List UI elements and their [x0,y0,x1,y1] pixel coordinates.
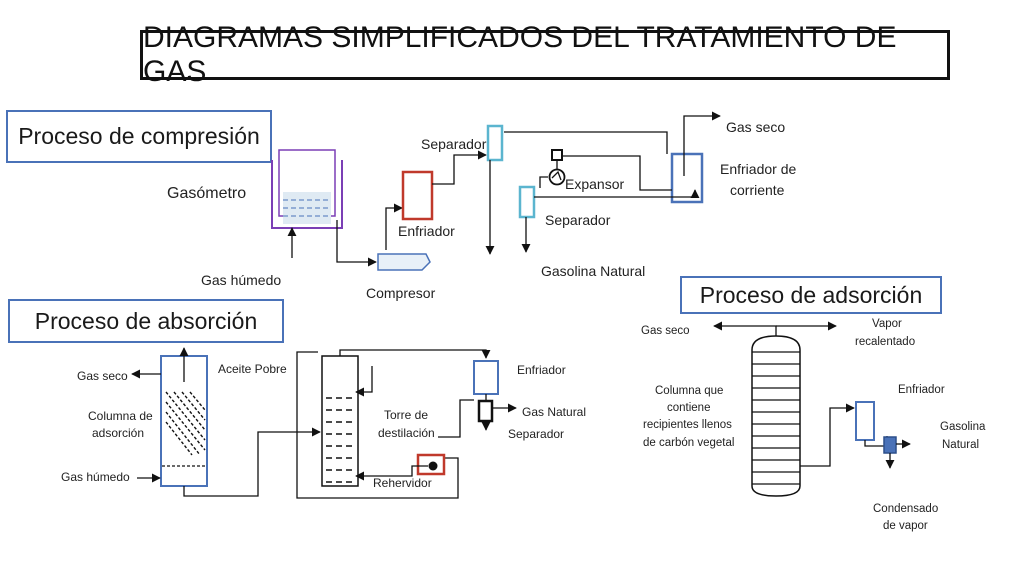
label-gas-seco-adsorcion: Gas seco [641,325,690,337]
label-columna-carbon-1: Columna que [655,385,724,397]
compresor-unit [377,253,431,271]
torre-trays [326,397,356,483]
label-gas-seco-absorcion: Gas seco [77,369,128,383]
label-vapor-1: Vapor [872,318,902,330]
label-enfriador-compresion: Enfriador [398,223,455,239]
label-enfriador-corriente-2: corriente [730,182,785,198]
reflux-line [355,366,373,397]
label-columna-1: Columna de [88,409,153,423]
label-gasolina-2: Natural [942,439,980,451]
enfriador-de-corriente [670,152,704,204]
label-compresor: Compresor [366,285,436,301]
gas-seco-outlet [683,111,721,176]
label-enfriador-absorcion: Enfriador [517,363,566,377]
enfriador-absorcion [473,360,499,395]
label-gasolina-1: Gasolina [940,421,986,433]
expansor-wheel [548,168,566,186]
rich-oil-to-torre [183,427,321,497]
label-condensado-1: Condensado [873,503,939,515]
columna-packing [165,391,206,456]
compresor-to-enfriador [385,203,403,250]
columna-recipientes [752,351,800,485]
adsorcion-to-enfriador [800,403,855,467]
label-separador-top: Separador [421,136,487,152]
label-torre-1: Torre de [384,408,429,422]
adsorcion-gas-seco-out [713,321,777,336]
label-gas-natural: Gas Natural [522,405,587,419]
label-rehervidor: Rehervidor [373,476,432,490]
rehervidor-vapor-return [355,465,428,481]
torre-destilacion [321,355,359,487]
enfriador-to-separador [432,150,487,185]
label-columna-carbon-4: de carbón vegetal [643,437,735,449]
label-separador-absorcion: Separador [508,427,565,441]
separador-top [486,124,504,162]
separador-adsorcion [883,436,897,454]
label-enfriador-adsorcion: Enfriador [898,384,945,396]
separador-to-enfriador-corriente [534,189,700,199]
label-torre-2: destilación [378,426,435,440]
separador-gas-out [504,131,668,154]
label-gasometro: Gasómetro [167,185,247,202]
torre-to-enfriador [339,349,491,359]
label-columna-carbon-2: contiene [667,402,711,414]
label-condensado-2: de vapor [883,520,928,532]
label-gas-humedo-compresion: Gas húmedo [201,272,282,288]
heading-compresion: Proceso de compresión [6,110,272,163]
label-gas-humedo-absorcion: Gas húmedo [61,470,130,484]
label-gas-seco-compresion: Gas seco [726,119,786,135]
separador-return [438,399,474,438]
rehervidor-heater [428,461,438,471]
enfriador-compresion [401,170,434,221]
heading-absorcion: Proceso de absorción [8,299,284,343]
separador-absorcion [477,399,494,423]
separador-mid [518,185,536,219]
label-columna-2: adsorción [92,426,145,440]
label-columna-carbon-3: recipientes llenos [643,419,732,431]
label-vapor-2: recalentado [855,336,916,348]
label-gasolina-natural-compresion: Gasolina Natural [541,263,646,279]
label-enfriador-corriente-1: Enfriador de [720,161,797,177]
heading-adsorcion: Proceso de adsorción [680,276,942,314]
gasometro-tank [271,149,343,229]
aceite-pobre-loop [296,351,459,499]
label-expansor: Expansor [565,176,625,192]
label-aceite-pobre: Aceite Pobre [218,362,287,376]
gasometro-to-compresor [336,220,377,267]
expansor-valve [551,149,563,161]
label-separador-mid: Separador [545,212,611,228]
enfriador-adsorcion [855,401,875,441]
enfriador-to-expansor [562,155,672,191]
